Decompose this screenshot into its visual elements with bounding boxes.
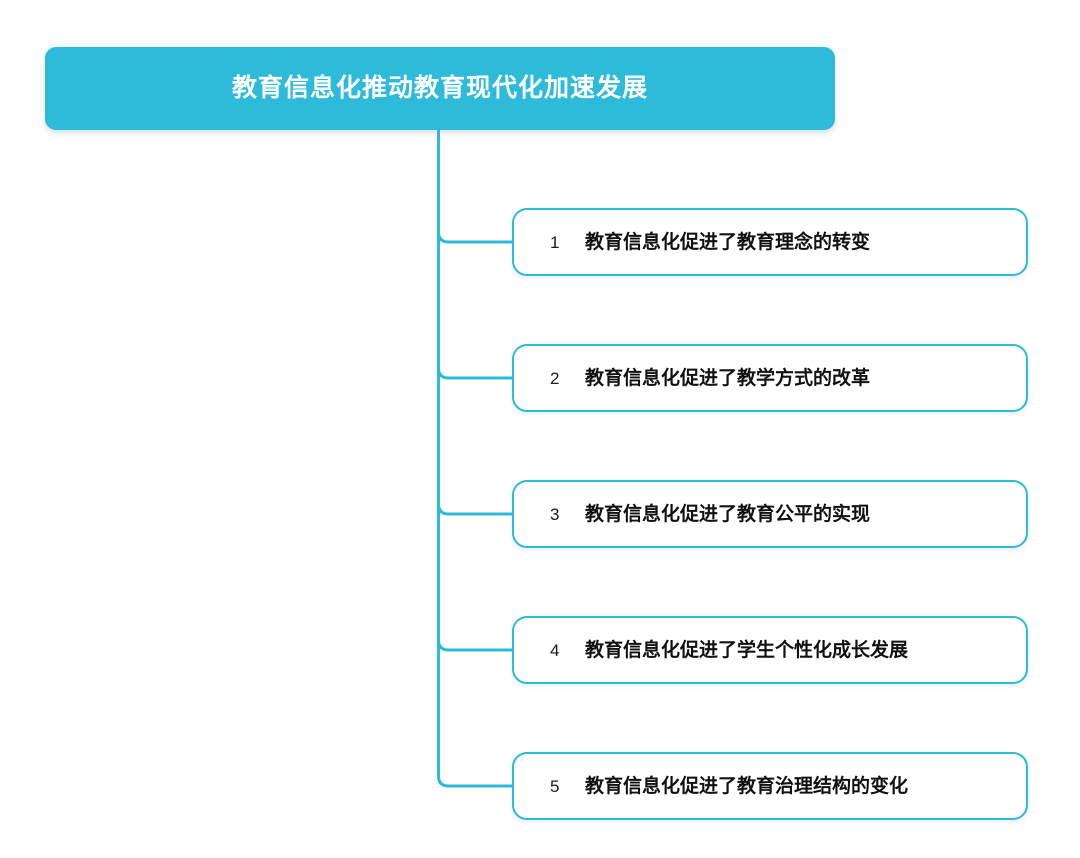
branch-line-2 xyxy=(437,366,514,380)
node-label-5: 教育信息化促进了教育治理结构的变化 xyxy=(585,774,909,797)
trunk-line xyxy=(437,128,514,788)
root-node-title: 教育信息化推动教育现代化加速发展 xyxy=(231,75,648,102)
node-label-3: 教育信息化促进了教育公平的实现 xyxy=(585,502,871,525)
branch-line-4 xyxy=(437,638,514,652)
node-index-5: 5 xyxy=(550,776,560,796)
node-index-3: 3 xyxy=(550,504,560,524)
node-label-2: 教育信息化促进了教学方式的改革 xyxy=(585,366,871,389)
node-label-1: 教育信息化促进了教育理念的转变 xyxy=(585,230,871,253)
root-node[interactable]: 教育信息化推动教育现代化加速发展 xyxy=(45,47,835,130)
mindmap-node-1[interactable]: 1 教育信息化促进了教育理念的转变 xyxy=(512,208,1028,276)
mindmap-node-5[interactable]: 5 教育信息化促进了教育治理结构的变化 xyxy=(512,752,1028,820)
branch-line-3 xyxy=(437,502,514,516)
node-label-4: 教育信息化促进了学生个性化成长发展 xyxy=(585,638,909,661)
mindmap-node-3[interactable]: 3 教育信息化促进了教育公平的实现 xyxy=(512,480,1028,548)
mindmap-node-2[interactable]: 2 教育信息化促进了教学方式的改革 xyxy=(512,344,1028,412)
node-index-4: 4 xyxy=(550,640,560,660)
mindmap-node-4[interactable]: 4 教育信息化促进了学生个性化成长发展 xyxy=(512,616,1028,684)
branch-line-1 xyxy=(437,230,514,244)
node-index-2: 2 xyxy=(550,368,560,388)
node-index-1: 1 xyxy=(550,232,560,252)
